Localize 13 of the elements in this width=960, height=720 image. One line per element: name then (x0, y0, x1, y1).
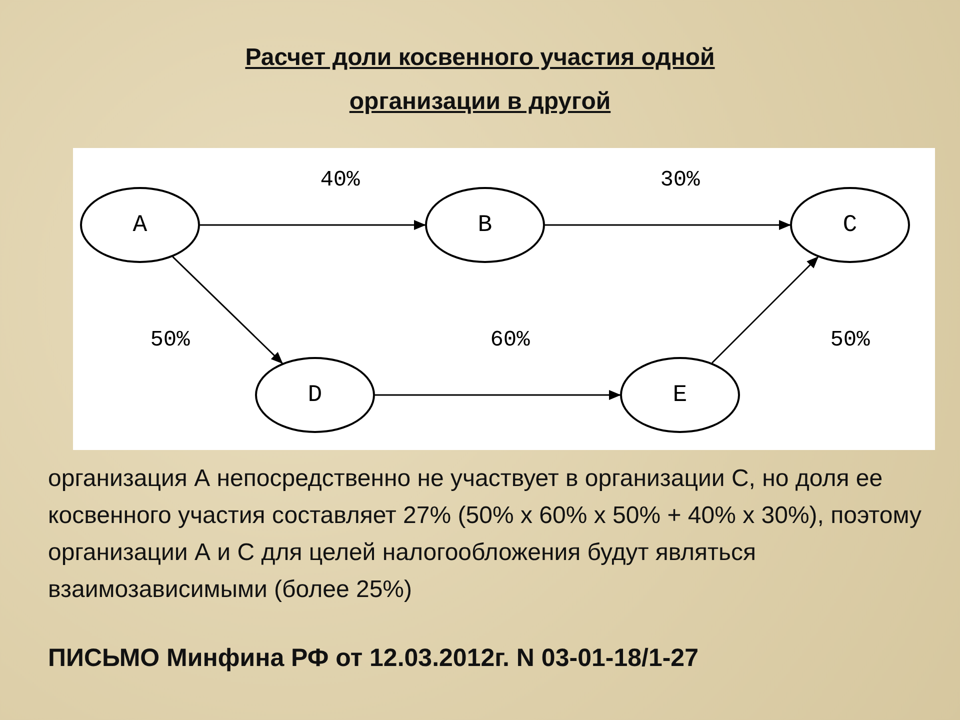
node-ellipse: E (620, 357, 740, 433)
arrow (200, 220, 426, 230)
arrow (545, 220, 791, 230)
node-ellipse: A (80, 187, 200, 263)
reference-text: ПИСЬМО Минфина РФ от 12.03.2012г. N 03-01-18/1-27 (48, 644, 698, 673)
node-ellipse: B (425, 187, 545, 263)
node-ellipse: C (790, 187, 910, 263)
arrow (712, 256, 819, 364)
arrow (172, 256, 283, 364)
title: Расчет доли косвенного участия одной организации в другой (244, 43, 716, 117)
arrow (375, 390, 621, 400)
explanation-text: организация А непосредственно не участвует в организации С, но доля ее косвенного участия составляет 27% (50% x 60% x 50% + 40% x 30%), поэтому организации А и С для целей налогообложения будут являться взаимозависимыми (более 25%) (48, 464, 923, 605)
node-ellipse: D (255, 357, 375, 433)
